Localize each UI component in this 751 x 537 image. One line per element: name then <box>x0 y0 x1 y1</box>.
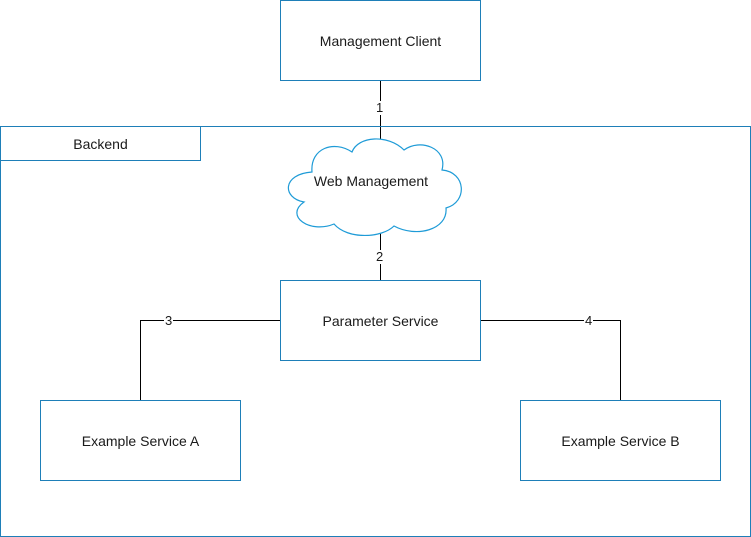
management-client-node: Management Client <box>280 0 481 81</box>
edge-3-line <box>140 320 281 401</box>
web-management-label: Web Management <box>313 173 429 189</box>
edge-1-label: 1 <box>375 100 385 115</box>
edge-2-label: 2 <box>375 249 385 264</box>
example-service-b-node: Example Service B <box>520 400 721 481</box>
edge-4-label: 4 <box>584 313 594 328</box>
web-management-cloud-shape <box>287 138 462 236</box>
backend-label: Backend <box>0 126 201 161</box>
example-service-a-node: Example Service A <box>40 400 241 481</box>
edge-4-line <box>481 320 621 401</box>
parameter-service-node: Parameter Service <box>280 280 481 361</box>
edge-3-label: 3 <box>164 313 174 328</box>
